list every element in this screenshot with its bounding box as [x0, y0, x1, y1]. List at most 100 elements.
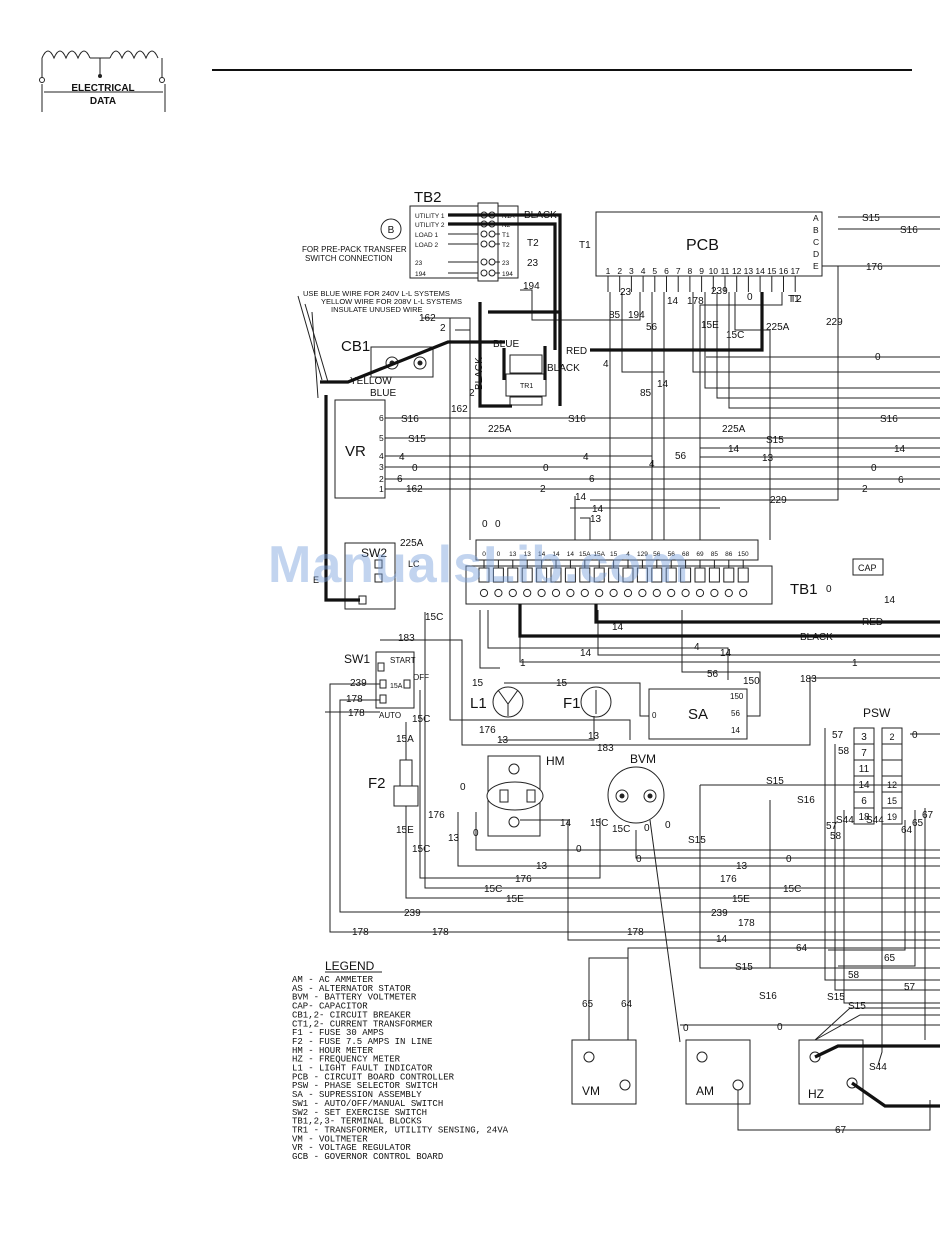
legend-item: L1 - LIGHT FAULT INDICATOR: [292, 1064, 433, 1074]
vr-pin-label: 3: [379, 462, 384, 472]
wire-label: YELLOW: [350, 376, 392, 387]
wire-label: S15: [827, 992, 845, 1003]
wire-label: 64: [796, 943, 808, 954]
wire-label: 225A: [488, 424, 512, 435]
pcb-pin-label: 3: [629, 266, 634, 276]
tb1-screw: [667, 588, 676, 598]
wire-label: 23: [527, 258, 539, 269]
wire-label: 178: [627, 927, 644, 938]
tb2-terminal: [488, 258, 496, 266]
wire: [747, 692, 761, 717]
wire: [504, 682, 649, 717]
wire-label: 14: [716, 934, 728, 945]
tb1-cell: [579, 567, 591, 583]
f2-label: F2: [368, 775, 386, 792]
tb2-term-label: T2: [502, 242, 510, 249]
pcb-pin-label: 1: [606, 266, 611, 276]
prepack-note: FOR PRE-PACK TRANSFER: [302, 245, 407, 254]
tb2-terminal: [480, 240, 488, 248]
wire: [419, 690, 601, 879]
psw-right-label: 19: [887, 812, 897, 822]
tb1-screw: [638, 588, 647, 598]
wire: [520, 289, 641, 321]
pcb-pin-label: 12: [732, 266, 742, 276]
tb2-terminal: [480, 269, 488, 277]
tb2-row-label: LOAD 1: [415, 232, 439, 239]
wire-label: S16: [401, 414, 419, 425]
tr1-label: TR1: [520, 383, 533, 390]
wire-label: 176: [720, 874, 737, 885]
callout-b-label: B: [388, 225, 395, 236]
wire: [329, 683, 940, 933]
pcb-pin-label: 10: [709, 266, 719, 276]
wire-label: 239: [711, 286, 728, 297]
wire: [843, 810, 940, 1004]
legend-item: TB1,2,3- TERMINAL BLOCKS: [292, 1117, 422, 1127]
sa-pin-label: 150: [730, 692, 744, 701]
wire: [457, 812, 940, 867]
tb1-screw: [695, 588, 705, 598]
wire-label: 183: [398, 633, 415, 644]
wire-thick: [851, 1081, 940, 1108]
legend-item: TR1 - TRANSFORMER, UTILITY SENSING, 24VA: [292, 1125, 509, 1135]
wire-label: 0: [644, 823, 650, 834]
wire-label: 14: [580, 648, 592, 659]
wire-label: 56: [707, 669, 719, 680]
wire-label: 15E: [506, 894, 524, 905]
wire-thick: [590, 292, 764, 352]
tb1-screw: [652, 588, 661, 598]
wires: [320, 213, 940, 1131]
wire-label: 0: [747, 292, 753, 303]
vr-pin-label: 5: [379, 433, 384, 443]
tb1-cell: [507, 567, 519, 583]
wire-thick: [320, 340, 505, 384]
wire: [500, 716, 595, 741]
wire-label: 15: [472, 678, 484, 689]
wire-label: 58: [848, 970, 860, 981]
wire-label: 225A: [722, 424, 746, 435]
wire: [814, 1014, 940, 1041]
tb1-term-label: 15A: [593, 551, 605, 558]
vm-label: VM: [582, 1084, 600, 1098]
legend-item: AS - ALTERNATOR STATOR: [292, 984, 411, 994]
wire-label: 162: [419, 313, 436, 324]
tb1-cell: [536, 567, 548, 583]
wire-label: 4: [399, 452, 405, 463]
wire-label: S16: [880, 414, 898, 425]
tb1-term-label: 13: [509, 551, 517, 558]
wire-label: 67: [835, 1125, 847, 1136]
pcb-title: PCB: [686, 237, 719, 254]
wire-label: 64: [901, 825, 913, 836]
tb1-term-label: 129: [637, 551, 648, 558]
wire-label: S16: [759, 991, 777, 1002]
tb1-cell: [478, 567, 490, 583]
wire-label: 14: [560, 818, 572, 829]
tb1-screw: [479, 588, 489, 598]
wire: [737, 1090, 931, 1131]
pcb-pin-label: 11: [721, 266, 730, 276]
l1-indicator: L1: [470, 686, 524, 718]
tb1-screw: [724, 588, 733, 598]
wire-label: 14: [894, 444, 906, 455]
wire: [877, 820, 883, 1066]
wire-label: S15: [408, 434, 426, 445]
sw2-lc: LC: [408, 559, 420, 569]
legend-item: PSW - PHASE SELECTOR SWITCH: [292, 1081, 438, 1091]
tb2-terminal: [488, 240, 496, 248]
wire-label: 14: [657, 379, 669, 390]
wire-thick: [448, 222, 557, 350]
wire-thick: [594, 604, 940, 624]
pcb-pin-label: 15: [767, 266, 777, 276]
wire: [380, 639, 940, 746]
f1-fuse: F1: [563, 686, 612, 718]
wire-label: 2: [862, 484, 868, 495]
wire-label: 57: [904, 982, 916, 993]
wire-label: 13: [497, 735, 509, 746]
tb1-cell: [723, 567, 735, 583]
wire-label: 2: [540, 484, 546, 495]
f1-label: F1: [563, 695, 581, 712]
hm-label: HM: [546, 754, 565, 768]
